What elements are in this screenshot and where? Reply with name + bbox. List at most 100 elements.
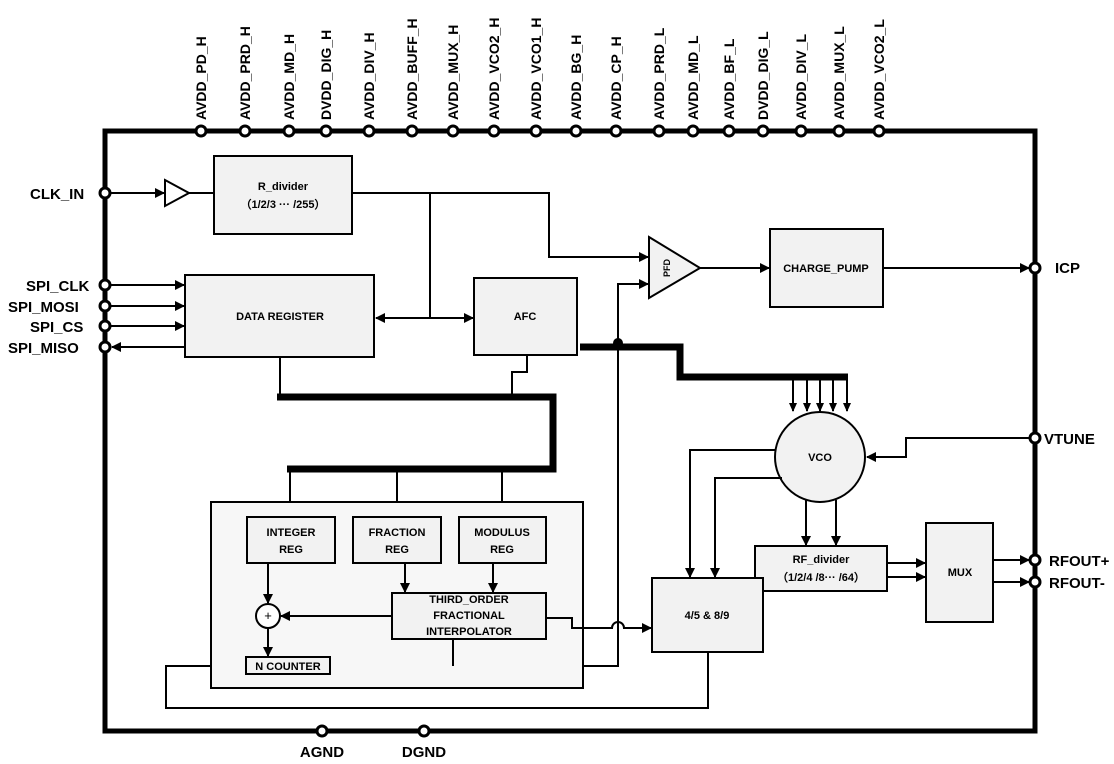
- wire-vtune-vco: [866, 437, 1035, 462]
- wire-rdiv-pfd: [352, 192, 649, 262]
- charge-pump-label: CHARGE_PUMP: [783, 263, 869, 275]
- pin-avdd-vco2-l: [872, 124, 886, 138]
- charge-pump-block: [769, 228, 884, 308]
- pin-avdd-md-l: [686, 124, 700, 138]
- rf-divider-range: （1/2/4 /8··· /64）: [777, 571, 865, 584]
- vco-band-select-wires: [792, 377, 848, 411]
- rf-divider-title: RF_divider: [793, 554, 851, 566]
- pin-avdd-prd-h: [238, 124, 252, 138]
- interpolator-label-2: FRACTIONAL: [433, 610, 505, 622]
- pin-avdd-bg-h: [569, 124, 583, 138]
- vco-label: VCO: [808, 452, 832, 464]
- pin-avdd-buff-h: [405, 124, 419, 138]
- vco-rfdiv-arrows: [801, 536, 841, 546]
- pin-label-dvdd-dig-h: DVDD_DIG_H: [318, 30, 334, 120]
- rf-divider-block: [754, 545, 888, 592]
- pin-label-vtune: VTUNE: [1044, 431, 1095, 448]
- r-divider-range: （1/2/3 ··· /255）: [241, 198, 326, 211]
- pfd-block: [648, 235, 702, 300]
- pin-label-spi-clk: SPI_CLK: [26, 278, 90, 295]
- pin-rfout-p: [1028, 553, 1042, 567]
- wire-afc-bus: [511, 355, 528, 397]
- pin-label-rfout-p: RFOUT+: [1049, 553, 1110, 570]
- pin-label-icp: ICP: [1055, 260, 1080, 277]
- control-bus: [277, 393, 557, 473]
- pin-avdd-pd-h: [194, 124, 208, 138]
- pin-label-clk-in: CLK_IN: [30, 186, 84, 203]
- pin-spi-miso: [98, 340, 112, 354]
- data-register-label: DATA REGISTER: [236, 311, 324, 323]
- pin-label-avdd-mux-l: AVDD_MUX_L: [831, 26, 847, 120]
- summer-plus-icon: +: [264, 608, 272, 623]
- pin-avdd-div-l: [794, 124, 808, 138]
- mux-label: MUX: [948, 567, 973, 579]
- pin-dvdd-dig-l: [756, 124, 770, 138]
- fraction-reg-label-2: REG: [385, 544, 409, 556]
- pin-label-avdd-vco1-h: AVDD_VCO1_H: [528, 18, 544, 120]
- right-pins: ICP VTUNE RFOUT+ RFOUT-: [1028, 260, 1110, 592]
- pin-avdd-vco1-h: [529, 124, 543, 138]
- pin-vtune: [1028, 431, 1042, 445]
- pin-label-agnd: AGND: [300, 744, 344, 761]
- wire-vco-prescaler-2: [710, 477, 782, 578]
- wire-vco-prescaler-1: [685, 449, 776, 578]
- pin-label-dgnd: DGND: [402, 744, 446, 761]
- fraction-reg-label-1: FRACTION: [369, 527, 426, 539]
- pin-label-dvdd-dig-l: DVDD_DIG_L: [755, 31, 771, 120]
- pin-label-spi-cs: SPI_CS: [30, 319, 83, 336]
- n-counter-block: [245, 656, 331, 675]
- pin-spi-mosi: [98, 299, 112, 313]
- junction-dot: [613, 338, 623, 348]
- afc-label: AFC: [514, 311, 537, 323]
- pin-avdd-mux-l: [832, 124, 846, 138]
- interpolator-label-3: INTERPOLATOR: [426, 626, 512, 638]
- wire-interp-prescaler: [546, 617, 652, 633]
- pin-label-avdd-prd-h: AVDD_PRD_H: [237, 26, 253, 120]
- prescaler-block: [651, 577, 764, 653]
- pin-label-rfout-n: RFOUT-: [1049, 575, 1105, 592]
- pfd-label: PFD: [662, 258, 672, 277]
- pin-avdd-md-h: [282, 124, 296, 138]
- pin-label-avdd-buff-h: AVDD_BUFF_H: [404, 18, 420, 120]
- interpolator-label-1: THIRD_ORDER: [429, 594, 509, 606]
- modulus-reg-label-2: REG: [490, 544, 514, 556]
- pin-avdd-mux-h: [446, 124, 460, 138]
- r-divider-title: R_divider: [258, 181, 309, 193]
- pin-label-avdd-div-l: AVDD_DIV_L: [793, 33, 809, 120]
- pin-spi-cs: [98, 319, 112, 333]
- pin-avdd-prd-l: [652, 124, 666, 138]
- pin-label-avdd-bg-h: AVDD_BG_H: [568, 35, 584, 120]
- pin-avdd-cp-h: [609, 124, 623, 138]
- pin-avdd-bf-l: [722, 124, 736, 138]
- integer-reg-block: [246, 516, 336, 564]
- integer-reg-label-1: INTEGER: [267, 527, 316, 539]
- pin-label-avdd-bf-l: AVDD_BF_L: [721, 38, 737, 120]
- pin-label-avdd-md-h: AVDD_MD_H: [281, 34, 297, 120]
- pin-agnd: [315, 724, 329, 738]
- vco-band-arrows: [789, 403, 851, 412]
- pin-rfout-n: [1028, 575, 1042, 589]
- pin-spi-clk: [98, 278, 112, 292]
- pin-label-spi-miso: SPI_MISO: [8, 340, 79, 357]
- r-divider-block: [213, 155, 353, 235]
- pin-clk-in: [98, 186, 112, 200]
- afc-block: [473, 277, 578, 356]
- pin-label-spi-mosi: SPI_MOSI: [8, 299, 79, 316]
- fraction-reg-block: [352, 516, 442, 564]
- pin-icp: [1028, 261, 1042, 275]
- pin-label-avdd-prd-l: AVDD_PRD_L: [651, 27, 667, 120]
- input-buffer-icon: [164, 178, 192, 208]
- pin-label-avdd-div-h: AVDD_DIV_H: [361, 32, 377, 120]
- n-counter-label: N COUNTER: [255, 661, 320, 673]
- integer-reg-label-2: REG: [279, 544, 303, 556]
- pin-dvdd-dig-h: [319, 124, 333, 138]
- bottom-pins: AGND DGND: [300, 724, 446, 761]
- left-pins: CLK_IN SPI_CLK SPI_MOSI SPI_CS SPI_MISO: [8, 186, 185, 357]
- pin-label-avdd-md-l: AVDD_MD_L: [685, 35, 701, 120]
- modulus-reg-block: [458, 516, 547, 564]
- interpolator-block: [391, 592, 547, 640]
- pin-dgnd: [417, 724, 431, 738]
- wire-vco-rfdiv: [805, 500, 837, 545]
- pin-label-avdd-vco2-h: AVDD_VCO2_H: [486, 18, 502, 120]
